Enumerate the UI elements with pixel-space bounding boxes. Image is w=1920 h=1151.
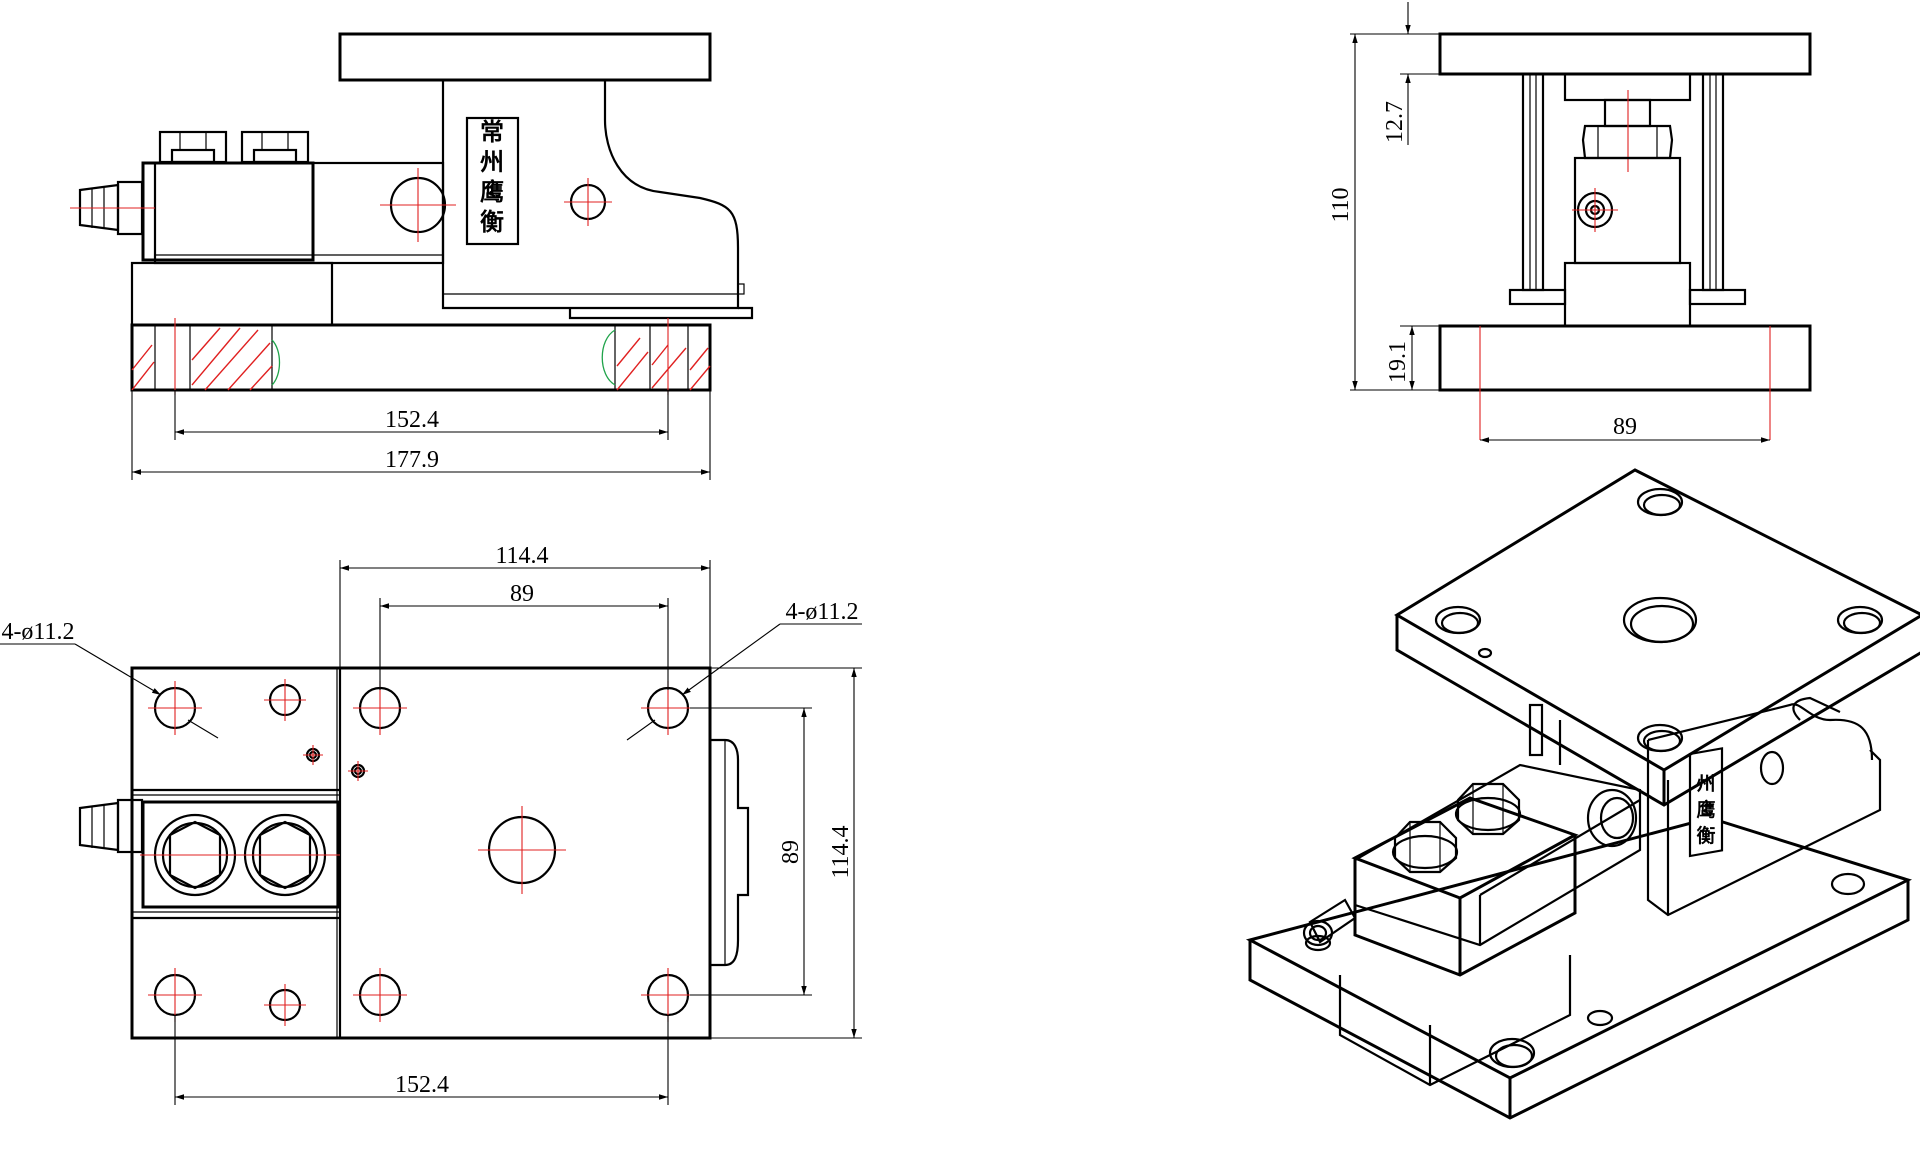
front-brand-label (465, 116, 520, 246)
iso-bolt-2 (1454, 782, 1522, 836)
top-dim-bottom-holes: 152.4 (395, 1072, 449, 1098)
iso-pivot (1586, 788, 1638, 848)
side-dim-base-plate: 19.1 (1385, 341, 1411, 383)
top-view: 114.4 89 4-ø11.2 4-ø11.2 89 114.4 (0, 543, 862, 1105)
top-dim-top-width: 114.4 (495, 543, 548, 569)
iso-junction-box-sides (1353, 835, 1577, 977)
isometric-view: 州 鹰 衡 (1245, 468, 1920, 1120)
side-post-left (1521, 72, 1545, 292)
front-bolt-heads (156, 130, 312, 164)
front-dimensions: 152.4 177.9 (131, 390, 711, 480)
side-post-right (1701, 72, 1725, 292)
side-dimensions: 110 12.7 19.1 89 (1328, 2, 1770, 443)
front-brand-char-3: 鹰 (480, 178, 504, 206)
top-dim-right-width: 114.4 (828, 825, 854, 878)
top-dim-right-holes: 89 (778, 840, 804, 864)
side-base-plate (1438, 324, 1812, 392)
iso-brand-char-2: 鹰 (1696, 798, 1715, 821)
top-left-holes (148, 679, 368, 1026)
front-top-plate (338, 32, 712, 82)
front-base-plate (130, 323, 712, 392)
front-load-cell-beam (153, 161, 445, 265)
iso-upper-bracket (1646, 740, 1882, 917)
top-plate-holes (353, 681, 695, 1022)
side-lower-block (1563, 261, 1692, 328)
front-brand-char-4: 衡 (480, 208, 504, 236)
top-hole-note-left: 4-ø11.2 (1, 619, 74, 645)
front-base-section-hatch (131, 318, 711, 395)
top-base-plate (130, 666, 712, 1040)
iso-top-plate-sides (1395, 615, 1920, 807)
side-view: 110 12.7 19.1 89 (1328, 2, 1812, 443)
top-cable-gland (78, 801, 120, 852)
top-right-bracket (710, 738, 750, 967)
front-junction-box (141, 161, 315, 262)
top-dim-top-holes: 89 (510, 581, 534, 607)
iso-load-cell-beam (1353, 763, 1642, 947)
side-dim-total-height: 110 (1328, 187, 1354, 222)
top-dimensions: 114.4 89 4-ø11.2 4-ø11.2 89 114.4 (0, 543, 862, 1105)
side-dim-top-plate: 12.7 (1382, 101, 1408, 143)
front-dim-hole-spacing: 152.4 (385, 407, 439, 433)
iso-brand-char-3: 衡 (1696, 824, 1715, 847)
iso-top-plate-holes (1434, 487, 1884, 753)
side-dim-hole-spacing: 89 (1613, 414, 1637, 440)
front-upper-bracket (441, 80, 740, 310)
front-right-tab (568, 306, 754, 320)
iso-bolt-1 (1391, 820, 1459, 874)
iso-base-plate-sides (1248, 880, 1910, 1120)
iso-cable-gland (1302, 898, 1357, 947)
front-dim-overall-length: 177.9 (385, 447, 439, 473)
front-brand-char-2: 州 (480, 149, 504, 176)
front-lower-block (130, 261, 334, 327)
iso-top-plate-top (1394, 468, 1920, 772)
side-top-plate (1438, 32, 1812, 76)
front-brand-char-1: 常 (480, 119, 504, 146)
top-hole-note-right: 4-ø11.2 (785, 599, 858, 625)
front-view: 常 州 鹰 衡 (70, 32, 754, 480)
